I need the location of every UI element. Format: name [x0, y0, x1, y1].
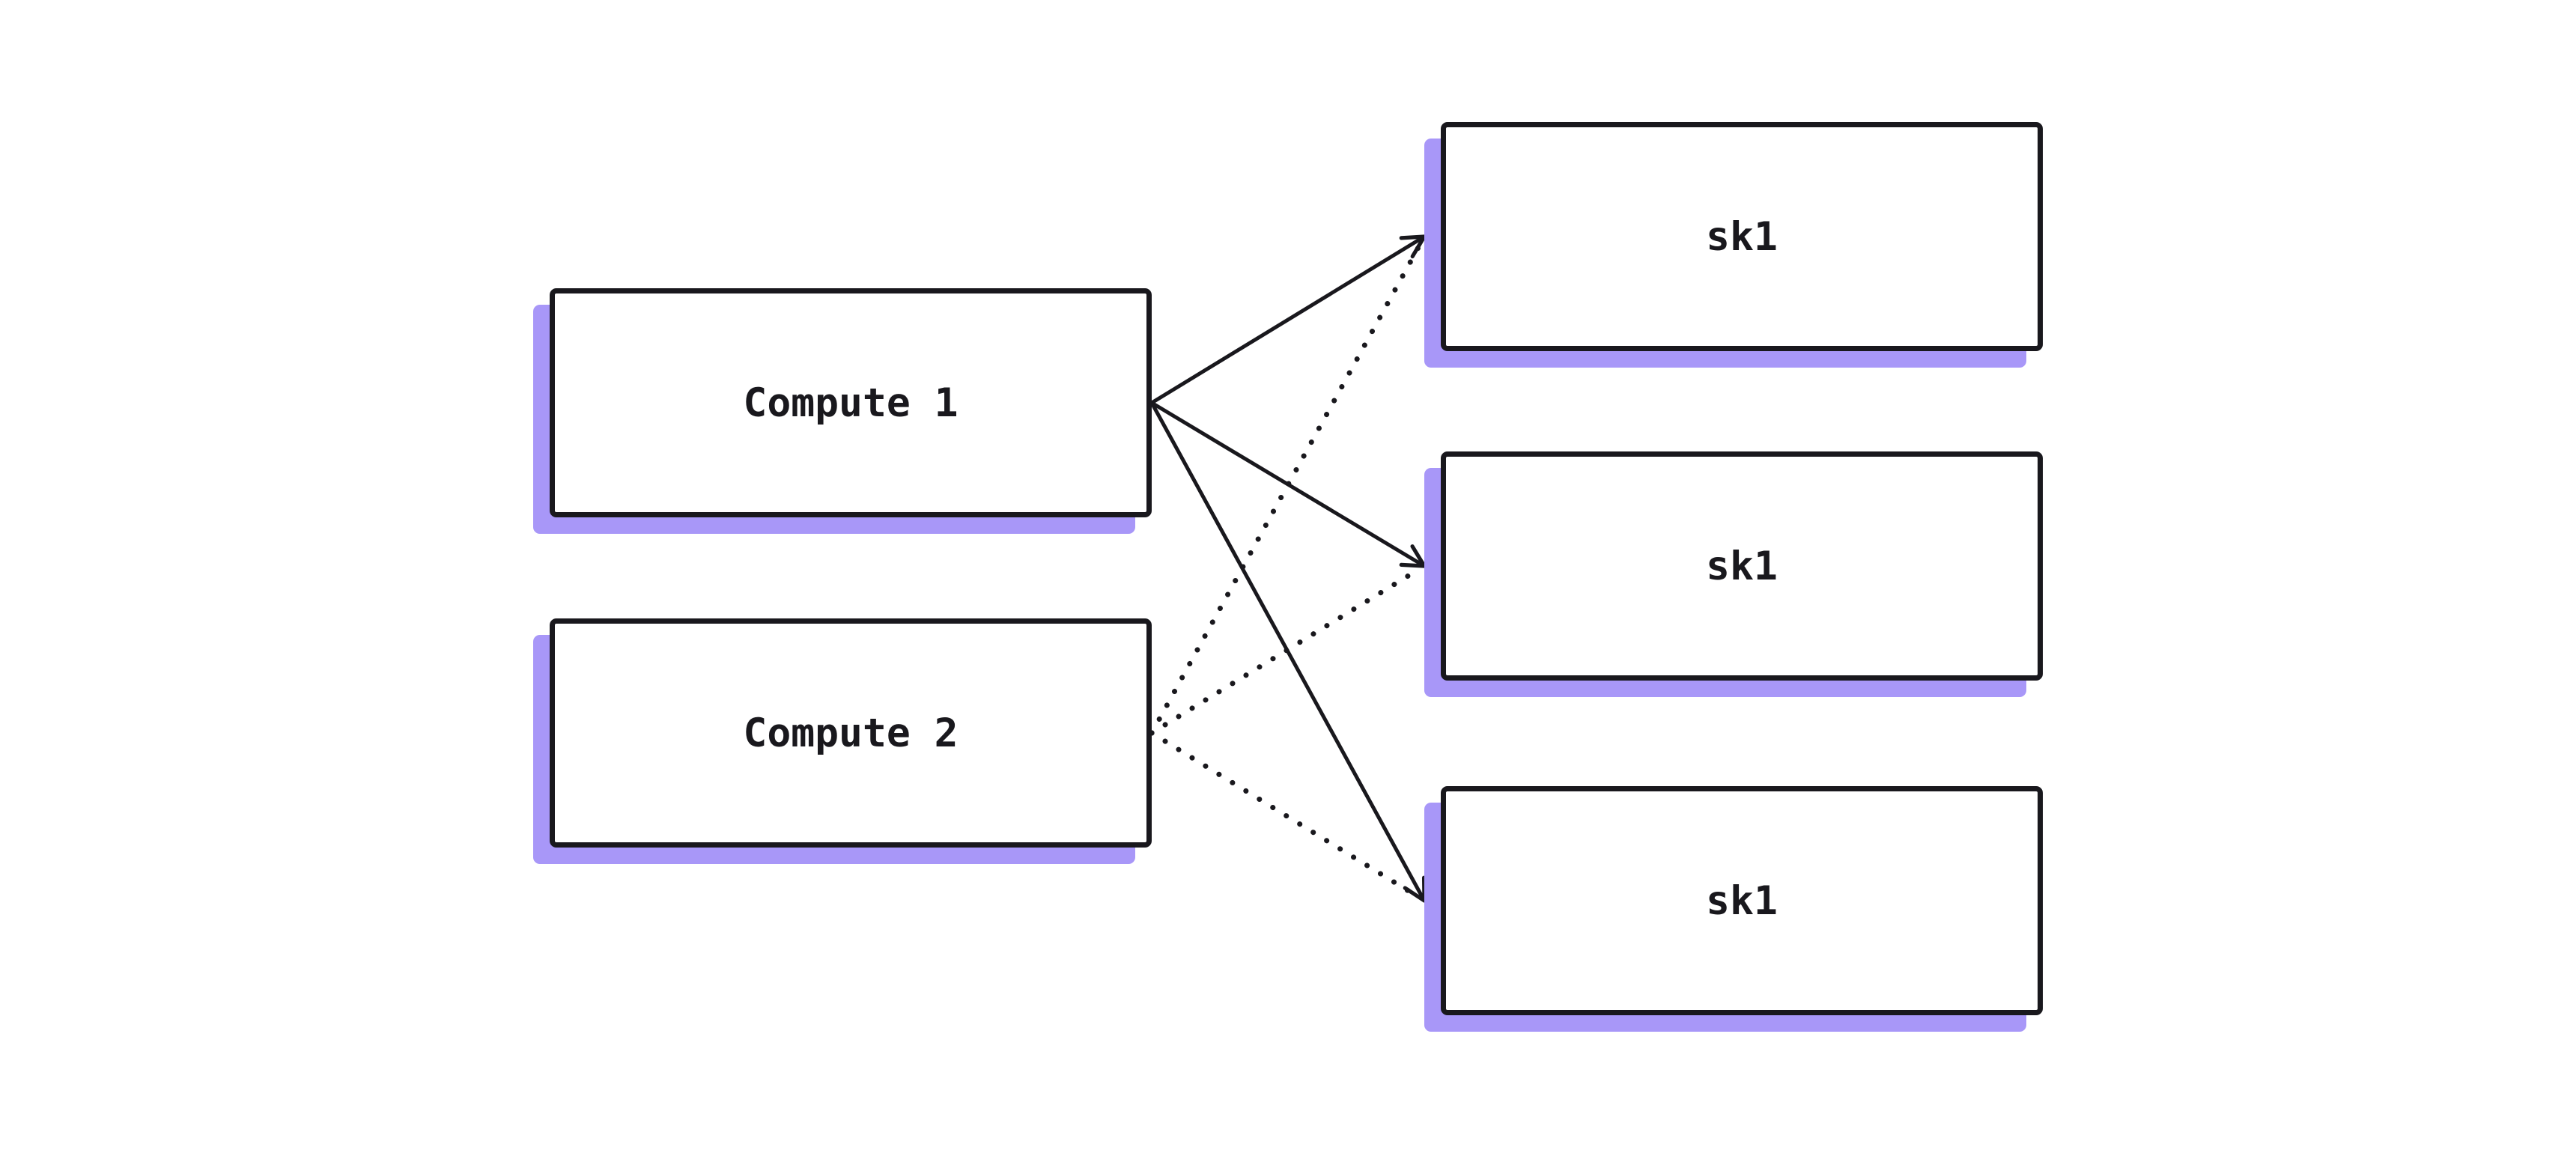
- edge-compute-1-sk1-c-solid: [1149, 401, 1427, 903]
- edge-compute-2-sk1-b-dotted: [1149, 568, 1420, 736]
- node-sk1-middle: sk1: [1441, 451, 2043, 681]
- edge-compute-2-sk1-c-dotted: [1149, 730, 1420, 899]
- node-compute-1: Compute 1: [550, 288, 1152, 517]
- node-sk1-bottom: sk1: [1441, 786, 2043, 1015]
- edge-compute-2-sk1-a-dotted: [1149, 242, 1423, 736]
- edge-compute-1-sk1-b-solid: [1150, 401, 1427, 568]
- node-sk1-top-label: sk1: [1706, 213, 1778, 260]
- node-compute-1-label: Compute 1: [743, 380, 959, 426]
- node-compute-2-label: Compute 2: [743, 710, 959, 756]
- node-sk1-bottom-label: sk1: [1706, 877, 1778, 924]
- node-compute-2: Compute 2: [550, 618, 1152, 848]
- node-sk1-middle-label: sk1: [1706, 543, 1778, 589]
- node-sk1-top: sk1: [1441, 122, 2043, 351]
- edge-compute-1-sk1-a-solid: [1150, 234, 1427, 405]
